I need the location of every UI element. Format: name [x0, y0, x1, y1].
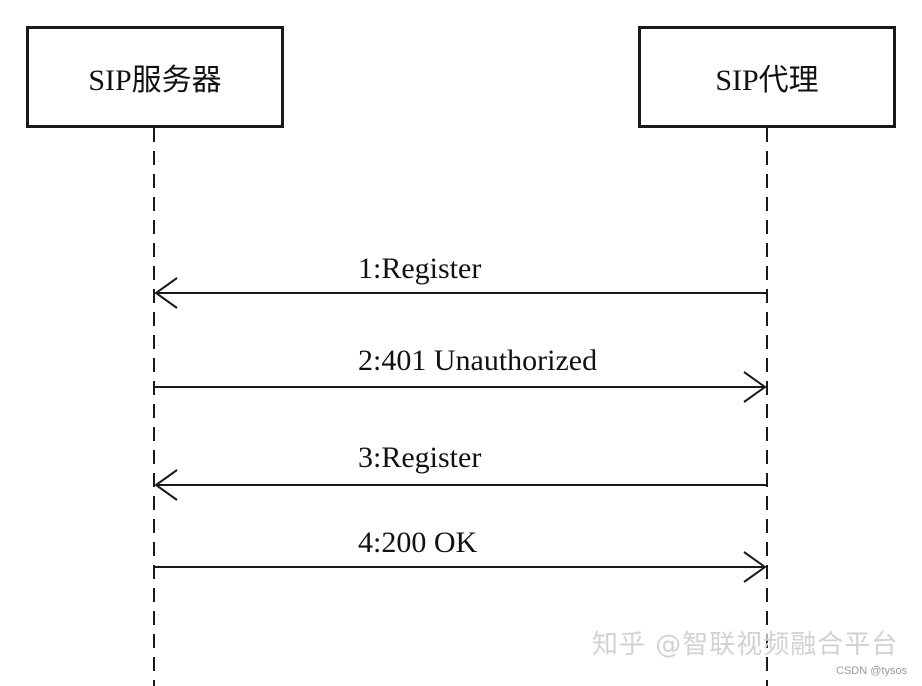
message-label-4: 4:200 OK [358, 526, 478, 559]
message-arrow-1 [154, 277, 767, 309]
participant-label-proxy: SIP代理 [715, 64, 819, 97]
message-label-3: 3:Register [358, 441, 482, 474]
message-label-1: 1:Register [358, 252, 482, 285]
watermark-text: 知乎 @智联视频融合平台 [592, 630, 899, 660]
participant-sip-server: SIP服务器 [26, 26, 284, 128]
credit-text: CSDN @tysos [836, 665, 908, 677]
participant-sip-proxy: SIP代理 [638, 26, 896, 128]
message-arrow-4 [154, 551, 767, 583]
message-label-2: 2:401 Unauthorized [358, 344, 598, 377]
message-arrow-3 [154, 469, 767, 501]
message-arrow-2 [154, 371, 767, 403]
participant-label-server: SIP服务器 [88, 64, 222, 97]
